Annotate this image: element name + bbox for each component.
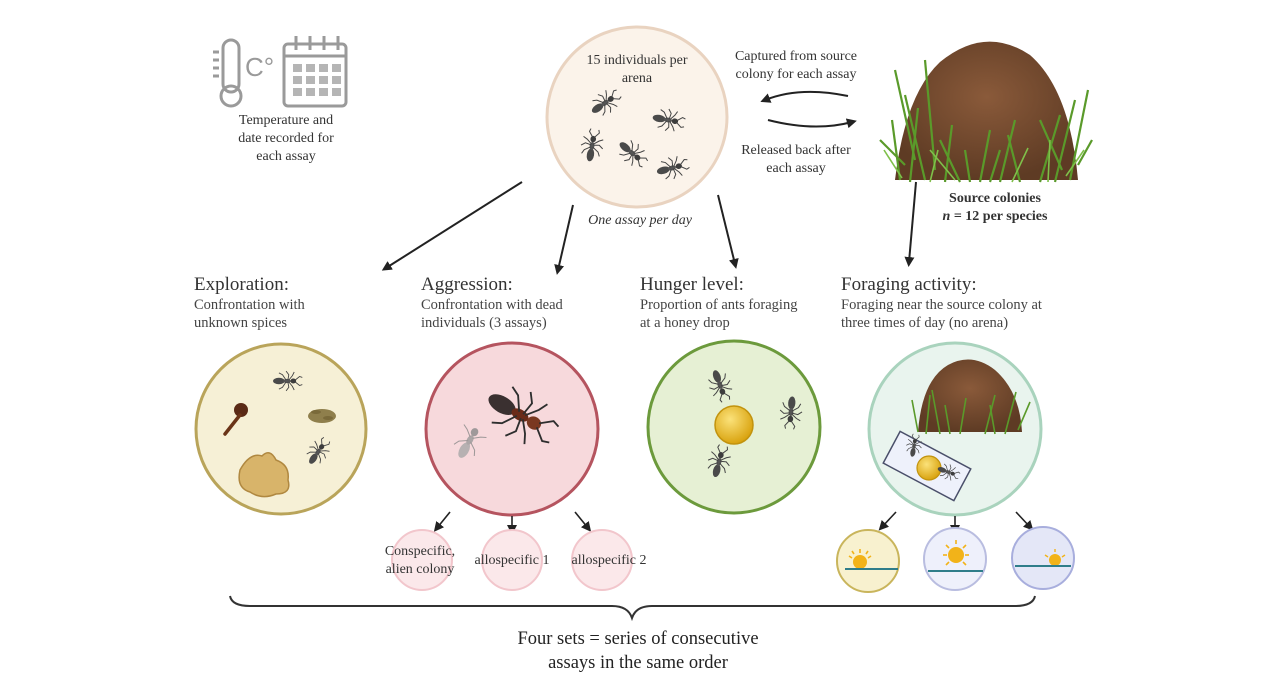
exploration-sub-line: Confrontation with [194,297,305,313]
aggression-sub-line: individuals (3 assays) [421,315,547,331]
honey-drop-icon [714,405,754,445]
exploration-sub-line: unknown spices [194,315,288,331]
source-n: n = 12 per species [900,208,1090,226]
arrow-icon [878,511,897,531]
exploration-heading: Exploration: Confrontation with unknown … [194,274,394,332]
curly-brace-icon [229,595,1036,622]
one-assay-label: One assay per day [588,213,692,228]
source-n-value: = 12 per species [950,209,1048,224]
aggression-heading: Aggression: Confrontation with dead indi… [421,274,631,332]
calendar-icon [282,36,348,108]
anthill-icon [911,359,1031,435]
released-label-line: Released back after [741,143,851,158]
thermometer-icon [213,38,243,108]
arrow-icon [574,511,592,532]
bottom-caption: Four sets = series of consecutive assays… [460,627,816,675]
arrow-icon [760,90,849,103]
foraging-heading: Foraging activity: Foraging near the sou… [841,274,1101,332]
noon-sun-circle [923,527,987,591]
allospecific-2-circle [571,529,633,591]
hunger-sub-line: Proportion of ants foraging [640,297,798,313]
arrow-icon [904,181,917,267]
ginger-icon [238,452,290,498]
captured-label-line: Captured from source [734,49,858,64]
sun-icon [848,549,872,569]
conspecific-label: Conspecific, alien colony [370,543,470,579]
source-title: Source colonies [949,191,1041,206]
sun-icon [943,540,969,566]
arrow-icon [717,194,739,269]
temperature-caption: Temperature and date recorded for each a… [196,112,376,166]
aggression-sub-line: Confrontation with dead [421,297,563,313]
released-label: Released back after each assay [708,142,884,178]
aggression-title: Aggression: [421,274,513,295]
foraging-sub-line: Foraging near the source colony at [841,297,1042,313]
source-n-symbol: n [942,209,951,224]
ant-icon [453,424,487,458]
foraging-sub-line: three times of day (no arena) [841,315,1009,331]
clove-icon [223,403,248,436]
temperature-caption-line: date recorded for [238,131,334,146]
hunger-sub-line: at a honey drop [640,315,730,331]
honey-drop-icon [916,455,942,481]
bottom-caption-line: assays in the same order [548,653,728,673]
arrow-icon [433,511,451,532]
arrow-icon [767,118,857,129]
temperature-caption-line: Temperature and [238,113,334,128]
arena-label-line: 15 individuals per [586,53,688,68]
arrow-icon [381,181,523,271]
anthill-icon [879,41,1093,183]
aggression-arena [424,341,600,517]
ant-icon [488,386,560,445]
sun-icon [1044,549,1066,566]
allospecific-1-circle [481,529,543,591]
hunger-heading: Hunger level: Proportion of ants foragin… [640,274,840,332]
conspecific-circle [391,529,453,591]
arrow-icon [1015,511,1034,531]
evening-sun-circle [1011,526,1075,590]
celsius-icon: C° [245,52,275,82]
source-colonies-label: Source colonies n = 12 per species [900,190,1090,226]
captured-label-line: colony for each assay [735,67,857,82]
conspecific-label-line: Conspecific, [384,544,456,559]
arena-label-line: arena [621,71,653,86]
foraging-title: Foraging activity: [841,274,977,295]
captured-label: Captured from source colony for each ass… [706,48,886,84]
morning-sun-circle [836,529,900,593]
conspecific-label-line: alien colony [385,562,455,577]
temperature-caption-line: each assay [256,149,316,164]
exploration-arena [194,342,368,516]
allospecific-2-label: allospecific 2 [571,553,647,568]
bottom-caption-line: Four sets = series of consecutive [517,629,759,649]
arrow-icon [554,204,574,275]
allospecific-1-label: allospecific 1 [474,553,550,568]
arena-label: 15 individuals per arena [562,52,712,88]
released-label-line: each assay [766,161,826,176]
hunger-title: Hunger level: [640,274,744,295]
spice-herb-icon [308,409,336,423]
exploration-title: Exploration: [194,274,289,295]
